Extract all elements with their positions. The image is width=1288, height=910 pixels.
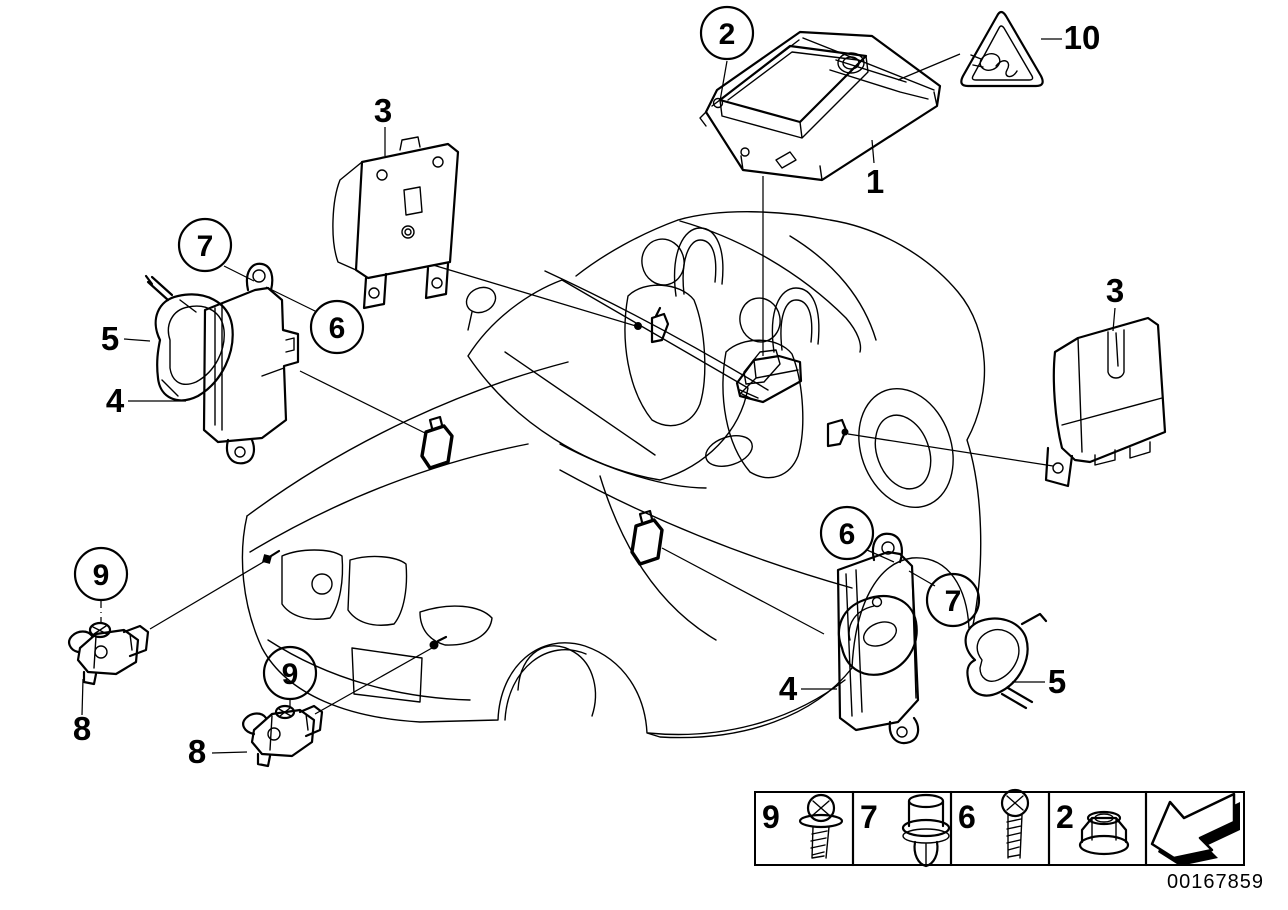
callout-number: 9 <box>282 658 299 691</box>
callout-circle-6-left[interactable]: 6 <box>309 299 365 355</box>
part-5-clip-left-drawing <box>144 274 234 402</box>
legend-cell-6[interactable]: 6 <box>958 788 1030 859</box>
part-4-module-left-drawing <box>202 262 300 465</box>
callout-circle-6-right[interactable]: 6 <box>819 505 875 561</box>
part-label-5-left[interactable]: 5 <box>101 320 119 357</box>
legend-number: 9 <box>762 799 780 835</box>
callout-number: 7 <box>945 585 962 618</box>
flange-nut-icon <box>1078 810 1130 856</box>
part-label-8-right[interactable]: 8 <box>188 733 206 770</box>
callout-circle-9-front-left[interactable]: 9 <box>73 546 129 602</box>
part-3-bracket-left-drawing <box>332 136 460 310</box>
part-label-4-right[interactable]: 4 <box>779 670 798 707</box>
part-3-bracket-right-drawing <box>1044 316 1167 488</box>
part-1-airbag-control-unit-drawing <box>699 30 942 182</box>
legend-number: 2 <box>1056 799 1074 835</box>
callout-circle-2[interactable]: 2 <box>699 5 755 61</box>
part-8-sensor-front-left-drawing <box>68 621 150 686</box>
part-label-1[interactable]: 1 <box>866 163 884 200</box>
callout-circle-9-front-right[interactable]: 9 <box>262 645 318 701</box>
phillips-screw-icon <box>1000 788 1030 859</box>
warning-triangle-icon <box>960 10 1044 88</box>
page-back-arrow-icon[interactable] <box>1150 792 1240 866</box>
door-sensor-right-installed-drawing <box>630 509 664 566</box>
car-body-drawing <box>241 211 986 739</box>
a-pillar-clip-installed-drawing <box>634 306 670 344</box>
callout-number: 2 <box>719 18 736 51</box>
front-bumper-sensor-points <box>262 549 448 650</box>
part-8-sensor-front-right-drawing <box>242 704 324 768</box>
legend-cell-7[interactable]: 7 <box>860 793 951 868</box>
callout-circle-7-right[interactable]: 7 <box>925 572 981 628</box>
part-label-3-left[interactable]: 3 <box>374 92 392 129</box>
leader-lines <box>81 38 1116 754</box>
part-label-8-left[interactable]: 8 <box>73 710 91 747</box>
callout-number: 6 <box>329 312 346 345</box>
rear-quarter-clip-installed-drawing <box>826 418 849 448</box>
legend-number: 7 <box>860 799 878 835</box>
tunnel-control-module-installed-drawing <box>735 349 803 404</box>
connector-plug-glyph <box>970 53 1018 78</box>
callout-number: 9 <box>93 559 110 592</box>
part-label-5-right[interactable]: 5 <box>1048 663 1066 700</box>
fastener-legend-table: 9 7 6 <box>754 788 1245 868</box>
callout-number: 6 <box>839 518 856 551</box>
callout-number: 7 <box>197 230 214 263</box>
expansion-rivet-icon <box>901 793 951 868</box>
part-label-4-left[interactable]: 4 <box>106 382 125 419</box>
legend-cell-9[interactable]: 9 <box>762 793 844 859</box>
legend-cell-2[interactable]: 2 <box>1056 799 1130 856</box>
part-5-clip-right-drawing <box>964 612 1048 710</box>
part-label-10[interactable]: 10 <box>1064 19 1101 56</box>
diagram-id: 00167859 <box>1167 871 1264 893</box>
part-label-3-right[interactable]: 3 <box>1106 272 1124 309</box>
callout-circle-7-left[interactable]: 7 <box>177 217 233 273</box>
part-4-module-right-drawing <box>836 532 920 745</box>
door-sensor-left-installed-drawing <box>420 415 454 470</box>
phillips-screw-with-washer-icon <box>798 793 844 859</box>
legend-number: 6 <box>958 799 976 835</box>
